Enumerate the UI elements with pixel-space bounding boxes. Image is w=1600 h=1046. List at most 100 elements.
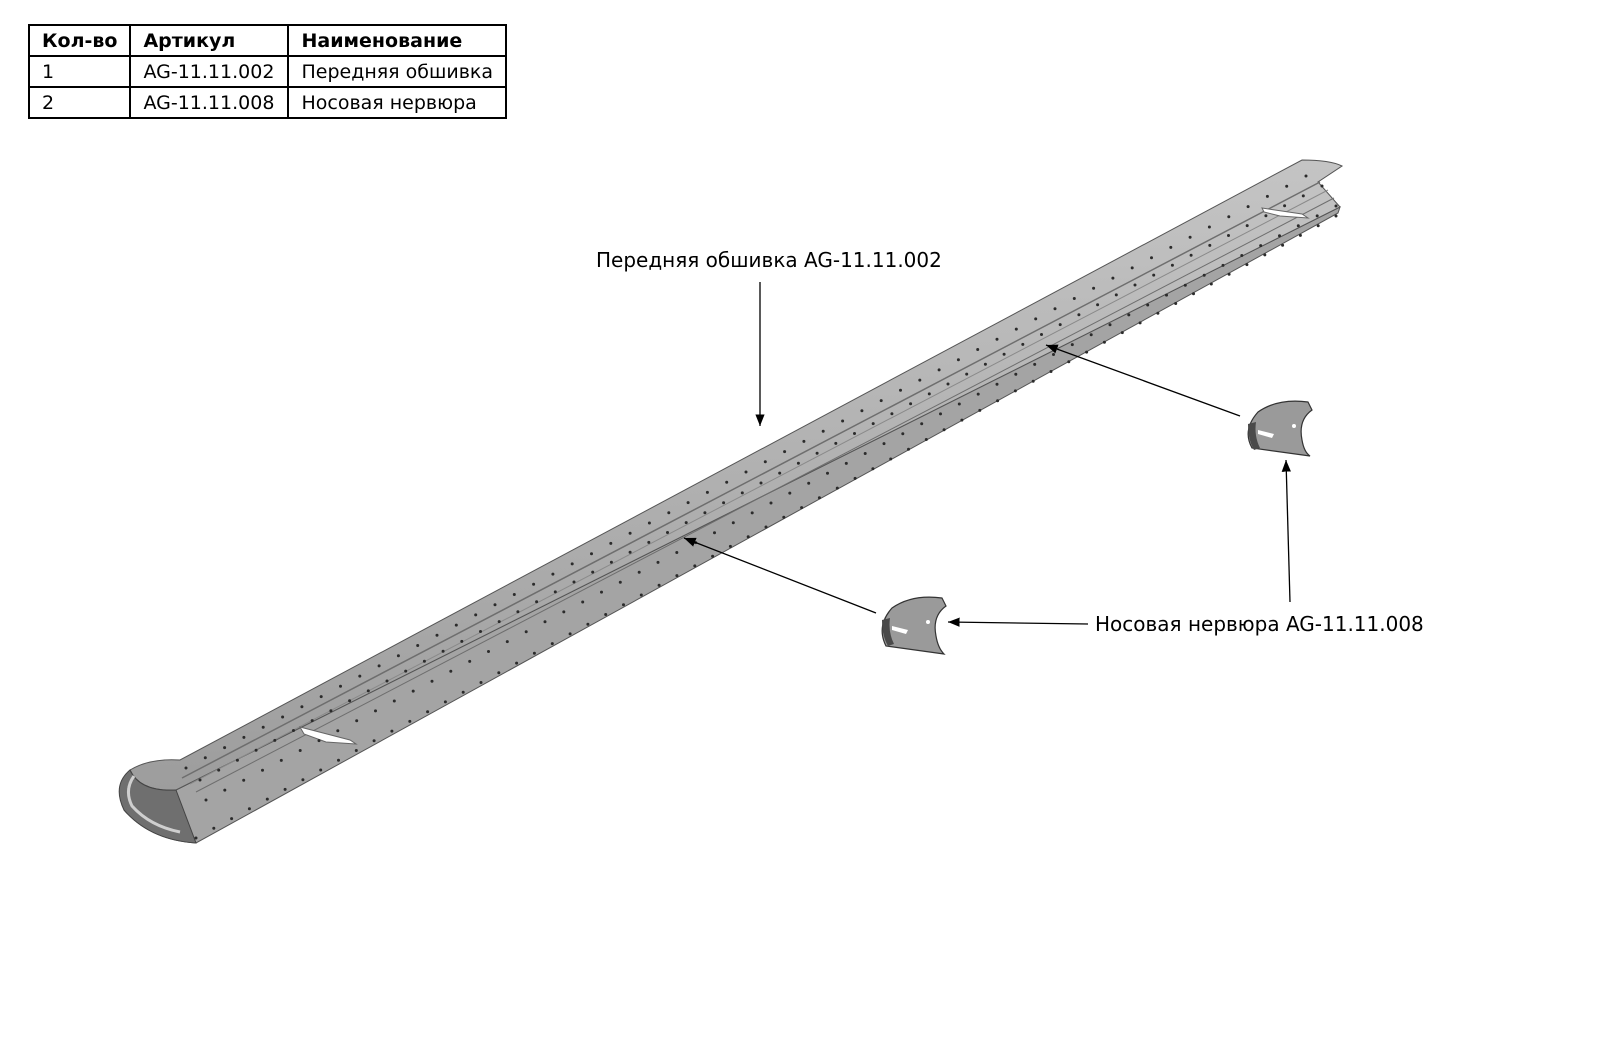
- rivet-hole: [1246, 205, 1250, 209]
- rivet-hole: [1207, 225, 1211, 229]
- rivet-hole: [310, 719, 314, 723]
- rivet-hole: [1259, 244, 1263, 248]
- rivet-hole: [628, 550, 632, 554]
- leader-rib-label-to-lower: [947, 617, 1089, 627]
- rivet-hole: [731, 521, 735, 525]
- rivet-hole: [1189, 253, 1193, 257]
- rivet-hole: [899, 388, 902, 392]
- rivet-hole: [1240, 254, 1244, 257]
- rivet-hole: [461, 690, 465, 694]
- rivet-hole: [497, 620, 501, 624]
- rivet-hole: [411, 689, 415, 693]
- rivet-hole: [927, 392, 931, 396]
- rivet-hole: [460, 639, 464, 643]
- rivet-hole: [532, 582, 536, 586]
- rivet-hole: [817, 496, 821, 500]
- rivet-hole: [1334, 204, 1338, 208]
- rivet-hole: [1170, 263, 1174, 267]
- rivet-hole: [713, 531, 716, 535]
- rivet-hole: [995, 337, 999, 341]
- rivet-hole: [622, 603, 625, 607]
- rivet-hole: [435, 633, 439, 637]
- rivet-hole: [184, 766, 188, 770]
- rivet-hole: [551, 572, 555, 576]
- rivet-hole: [319, 695, 323, 699]
- skin-ridge-line: [189, 189, 1329, 785]
- rivet-hole: [1285, 184, 1289, 188]
- skin-slot: [1261, 207, 1310, 219]
- rivet-hole: [1227, 215, 1231, 219]
- rivet-hole: [570, 562, 574, 566]
- rivet-hole: [609, 541, 613, 545]
- rivet-hole: [194, 836, 198, 840]
- rivet-hole: [778, 471, 782, 475]
- skin-slot: [298, 726, 358, 745]
- table-row: 2 AG-11.11.008 Носовая нервюра: [27, 86, 508, 119]
- rivet-hole: [543, 620, 547, 624]
- rivet-hole: [505, 640, 509, 644]
- rivet-hole: [860, 409, 864, 413]
- rivet-hole: [835, 486, 839, 490]
- rivet-hole: [1152, 273, 1156, 277]
- rivet-hole: [1108, 323, 1112, 327]
- rivet-hole: [942, 428, 946, 432]
- rivet-hole: [976, 348, 980, 351]
- rivet-hole: [1120, 331, 1124, 335]
- rivet-hole: [821, 429, 825, 433]
- rivet-hole: [675, 551, 679, 554]
- callout-skin: Передняя обшивка AG-11.11.002: [596, 248, 942, 272]
- rivet-hole: [1192, 292, 1195, 296]
- bom-table: Кол-во Артикул Наименование 1 AG-11.11.0…: [27, 24, 508, 119]
- rivet-hole: [956, 358, 960, 362]
- rivet-hole: [844, 461, 848, 465]
- rivet-hole: [223, 788, 227, 792]
- rivet-hole: [348, 699, 352, 703]
- rivet-hole: [1049, 370, 1053, 373]
- rivet-hole: [815, 451, 819, 455]
- leader-rib-lower-to-skin: [683, 537, 877, 614]
- bom-cell-article: AG-11.11.008: [129, 86, 290, 119]
- rivet-hole: [1089, 333, 1093, 337]
- rivet-hole: [946, 382, 950, 386]
- rivet-hole: [656, 560, 660, 564]
- rivet-hole: [487, 650, 490, 653]
- leader-rib-label-to-upper: [1281, 459, 1292, 603]
- rib-lightening-hole: [1258, 430, 1274, 438]
- rivet-hole: [254, 748, 258, 752]
- rivet-hole: [1209, 282, 1213, 286]
- rivet-hole: [1150, 256, 1153, 260]
- rivet-hole: [479, 630, 482, 633]
- rivet-hole: [693, 564, 697, 568]
- rivet-hole: [355, 719, 359, 723]
- rivet-hole: [996, 399, 1000, 403]
- rivet-hole: [1058, 323, 1062, 327]
- rivet-hole: [1227, 234, 1230, 237]
- rivet-hole: [746, 535, 750, 539]
- rivet-hole: [834, 441, 838, 445]
- rivet-hole: [586, 622, 590, 626]
- rivet-hole: [1202, 273, 1206, 277]
- skin-end-opening: [118, 769, 197, 844]
- bom-header-qty: Кол-во: [27, 24, 132, 57]
- rivet-hole: [1320, 184, 1324, 188]
- rivet-hole: [1156, 311, 1160, 315]
- rivet-hole: [686, 501, 690, 505]
- rivet-hole: [1053, 307, 1057, 311]
- rivet-hole: [553, 590, 557, 594]
- rivet-hole: [705, 490, 709, 494]
- rivet-hole: [385, 679, 389, 683]
- rivet-hole: [374, 709, 377, 713]
- rivet-hole: [604, 613, 608, 616]
- rivet-hole: [1014, 327, 1018, 331]
- rivet-hole: [637, 570, 641, 574]
- rivet-hole: [639, 593, 643, 597]
- skin-ridge-line: [195, 197, 1335, 793]
- leader-rib-upper-to-skin: [1045, 344, 1241, 417]
- rivet-hole: [1304, 174, 1308, 178]
- rivet-hole: [337, 758, 340, 762]
- rivet-hole: [1092, 286, 1096, 290]
- rivet-hole: [1296, 224, 1300, 228]
- rivet-hole: [1301, 194, 1305, 198]
- rib-hole: [1292, 424, 1296, 428]
- rivet-hole: [711, 554, 715, 558]
